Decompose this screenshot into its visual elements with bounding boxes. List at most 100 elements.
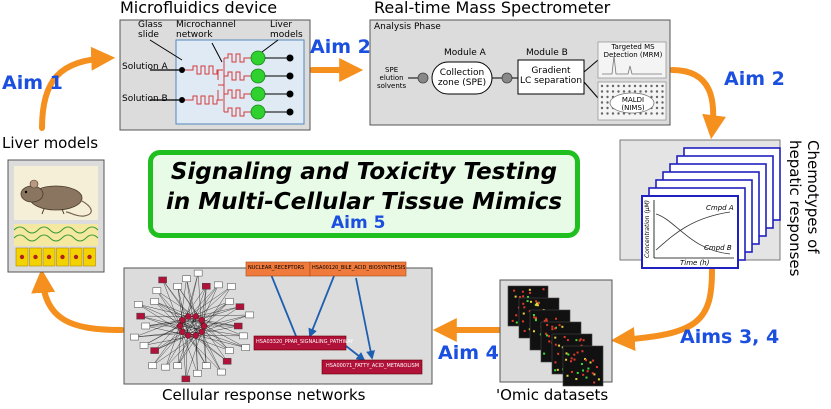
mrm-box (597, 41, 667, 79)
node1-label: NUCLEAR_RECEPTORS (248, 265, 305, 271)
microarray-spot (554, 343, 557, 346)
network-hub (176, 322, 184, 330)
collection-zone-label: Collection zone (SPE) (437, 68, 487, 88)
microarray-spot (543, 352, 546, 355)
network-node (181, 375, 191, 383)
aim5-label: Aim 5 (331, 213, 386, 233)
microarray-spot (570, 370, 573, 373)
microarray-spot (551, 325, 554, 328)
network-edge (162, 279, 189, 317)
microarray-spot (587, 367, 590, 370)
omic-panel (499, 279, 613, 387)
network-edge (201, 286, 207, 321)
network-edge (201, 331, 222, 373)
maldi-dot (611, 112, 615, 115)
network-node (227, 283, 236, 290)
microarray-spot (561, 325, 564, 328)
microarray-spot (589, 361, 592, 364)
network-edge (138, 304, 183, 333)
mass-spec-heading: Real-time Mass Spectrometer (374, 0, 611, 17)
network-edge (177, 286, 189, 336)
network-node (245, 311, 254, 319)
network-edge (203, 301, 230, 327)
maldi-dot (661, 106, 664, 110)
microarray-spot (548, 335, 551, 338)
network-edge (182, 273, 199, 332)
network-hub (192, 313, 199, 320)
module-b-label: Module B (526, 48, 568, 58)
network-edge (186, 278, 196, 336)
microarray-spot (576, 351, 579, 354)
glass-slide-pointer (149, 39, 183, 61)
network-edge (152, 331, 183, 366)
maldi-dot (600, 95, 604, 99)
microarray-spot (593, 373, 596, 376)
microarray-spot (546, 334, 549, 337)
network-node (148, 362, 157, 369)
microarray-spot (567, 353, 570, 356)
network-edge (201, 314, 250, 333)
network-node (239, 332, 248, 340)
maldi-dot (633, 90, 637, 93)
microarray-spot (573, 353, 576, 356)
microarray-spot (580, 344, 583, 347)
maldi-dot (655, 101, 659, 104)
title-line1: Signaling and Toxicity Testing (170, 159, 558, 185)
network-edge (182, 319, 230, 351)
maldi-dot (650, 112, 653, 115)
microarray-spot (521, 290, 524, 293)
network-node (225, 298, 234, 305)
network-node (214, 281, 223, 289)
network-hub (185, 332, 192, 339)
network-edge (201, 331, 246, 348)
aims34-label: Aims 3, 4 (680, 326, 780, 348)
network-node (241, 344, 250, 351)
network-edge (195, 284, 219, 317)
maldi-dot (622, 84, 626, 88)
module-a-label: Module A (444, 48, 486, 58)
microarray-spot (558, 324, 561, 327)
microarray-spot (523, 306, 526, 309)
maldi-dot (639, 90, 642, 93)
maldi-dot (617, 112, 620, 115)
microarray-spot (545, 318, 548, 321)
title-line2: in Multi-Cellular Tissue Mimics (165, 189, 563, 215)
outlet-lines (261, 39, 294, 116)
maldi-dot (650, 84, 653, 88)
microarray-spot (554, 336, 557, 339)
network-node (202, 362, 211, 370)
network-hub (179, 328, 186, 336)
maldi-dot (628, 84, 631, 88)
network-edge (156, 290, 181, 327)
microfluidics-heading: Microfluidics device (120, 0, 278, 17)
hepatocyte-row (15, 247, 96, 267)
liver-models-callout: Liver models (270, 20, 303, 40)
glass-slide-label: Glass slide (138, 20, 163, 40)
microarray-stack (507, 285, 604, 387)
microarray-spot (522, 312, 525, 315)
microarray-spot (584, 358, 587, 361)
microarray-spot (535, 300, 538, 303)
microarray-spot (532, 330, 535, 333)
network-edge (140, 315, 181, 327)
network-edge (154, 325, 205, 351)
microarray-spot (548, 340, 551, 343)
network-edge (182, 286, 232, 333)
microarray-spot (565, 352, 568, 355)
maldi-dot (606, 90, 609, 93)
microchannel-pointer (211, 42, 223, 63)
microarray-spot (595, 366, 598, 369)
microarray-spot (597, 378, 600, 381)
microarray-spot (554, 327, 557, 330)
microarray-spot (563, 336, 566, 339)
maldi-dot (600, 112, 604, 115)
network-node (161, 363, 170, 371)
targeted-ms-label: Targeted MS Detection (MRM) (603, 43, 663, 59)
maldi-dot (600, 90, 604, 93)
microarray-spot (532, 314, 535, 317)
network-hub (200, 322, 208, 330)
microarray-spot (513, 289, 516, 292)
maldi-dot (617, 90, 620, 93)
maldi-dot (655, 90, 659, 93)
network-edge (140, 315, 196, 336)
